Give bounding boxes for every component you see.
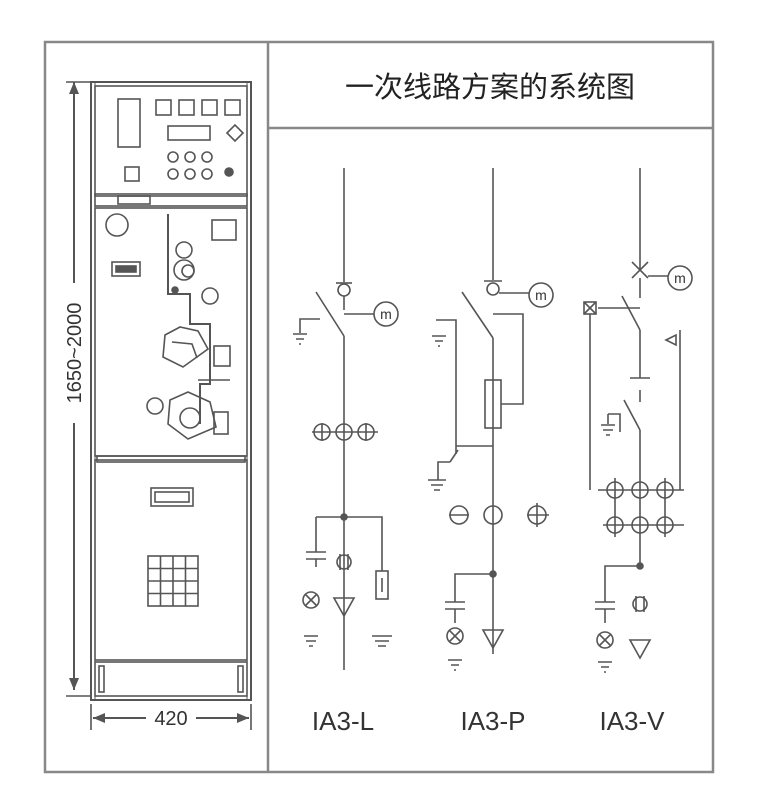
- relay-compartment: [94, 85, 248, 207]
- scheme-ia3-l: m IA3-L: [293, 168, 399, 736]
- scheme-label-ia3-p: IA3-P: [460, 706, 525, 736]
- meter-window: [117, 98, 141, 148]
- scheme-ia3-p: m IA3-P: [428, 168, 554, 736]
- nameplate: [111, 261, 141, 277]
- outer-frame: [43, 40, 715, 774]
- selector-switch: [225, 123, 245, 143]
- display-panel: [167, 125, 211, 141]
- height-dimension: 1650~2000: [62, 81, 91, 697]
- scheme-label-ia3-v: IA3-V: [599, 706, 665, 736]
- door-handle: [150, 487, 194, 507]
- fuse: [484, 379, 502, 429]
- width-label: 420: [154, 708, 187, 730]
- indicator-light: [201, 99, 218, 116]
- svg-text:m: m: [380, 306, 392, 322]
- scheme-label-ia3-l: IA3-L: [312, 706, 374, 736]
- cable-compartment: [94, 455, 248, 697]
- width-dimension: 420: [90, 704, 252, 730]
- indicator-light: [178, 99, 195, 116]
- svg-text:m: m: [535, 287, 547, 303]
- svg-text:m: m: [674, 270, 686, 286]
- height-label: 1650~2000: [64, 303, 86, 404]
- diagram-title: 一次线路方案的系统图: [345, 70, 635, 104]
- indicator-light: [155, 99, 172, 116]
- button-square: [124, 166, 140, 182]
- scheme-ia3-v: m IA3-V: [583, 168, 693, 736]
- cabinet-front-view: 1650~2000 420: [62, 81, 252, 730]
- switch-compartment: [94, 207, 248, 457]
- indicator-light: [224, 99, 241, 116]
